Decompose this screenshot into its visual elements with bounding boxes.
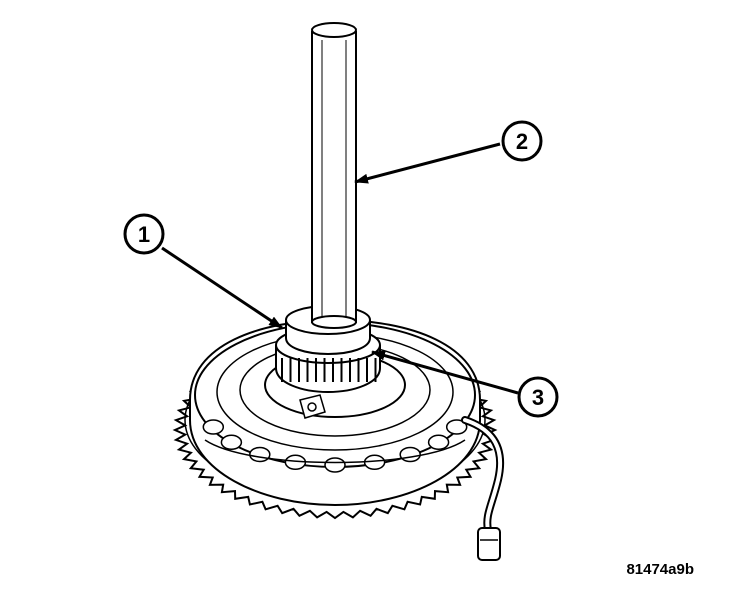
spring-pocket xyxy=(202,419,225,435)
spring-pocket xyxy=(399,446,421,463)
spring-pockets xyxy=(202,419,468,473)
callout-2: 2 xyxy=(501,120,543,162)
spring-pocket xyxy=(427,434,450,451)
spring-pocket xyxy=(445,419,468,435)
callout-1: 1 xyxy=(123,213,165,255)
driver-handle xyxy=(311,22,357,329)
sensor-harness xyxy=(461,416,505,561)
spring-pocket xyxy=(324,457,346,473)
leader-lines xyxy=(161,142,519,395)
callout-2-number: 2 xyxy=(516,129,528,154)
callout-1-number: 1 xyxy=(138,222,150,247)
leader-line-3 xyxy=(371,350,519,395)
callout-3-number: 3 xyxy=(532,385,544,410)
bearing-rollers xyxy=(281,358,377,382)
spring-pocket xyxy=(249,446,271,463)
leader-line-1 xyxy=(161,246,283,330)
spring-pocket xyxy=(220,434,243,451)
callout-3: 3 xyxy=(517,376,559,418)
leader-line-2 xyxy=(354,142,501,184)
figure-id-code: 81474a9b xyxy=(626,561,694,578)
